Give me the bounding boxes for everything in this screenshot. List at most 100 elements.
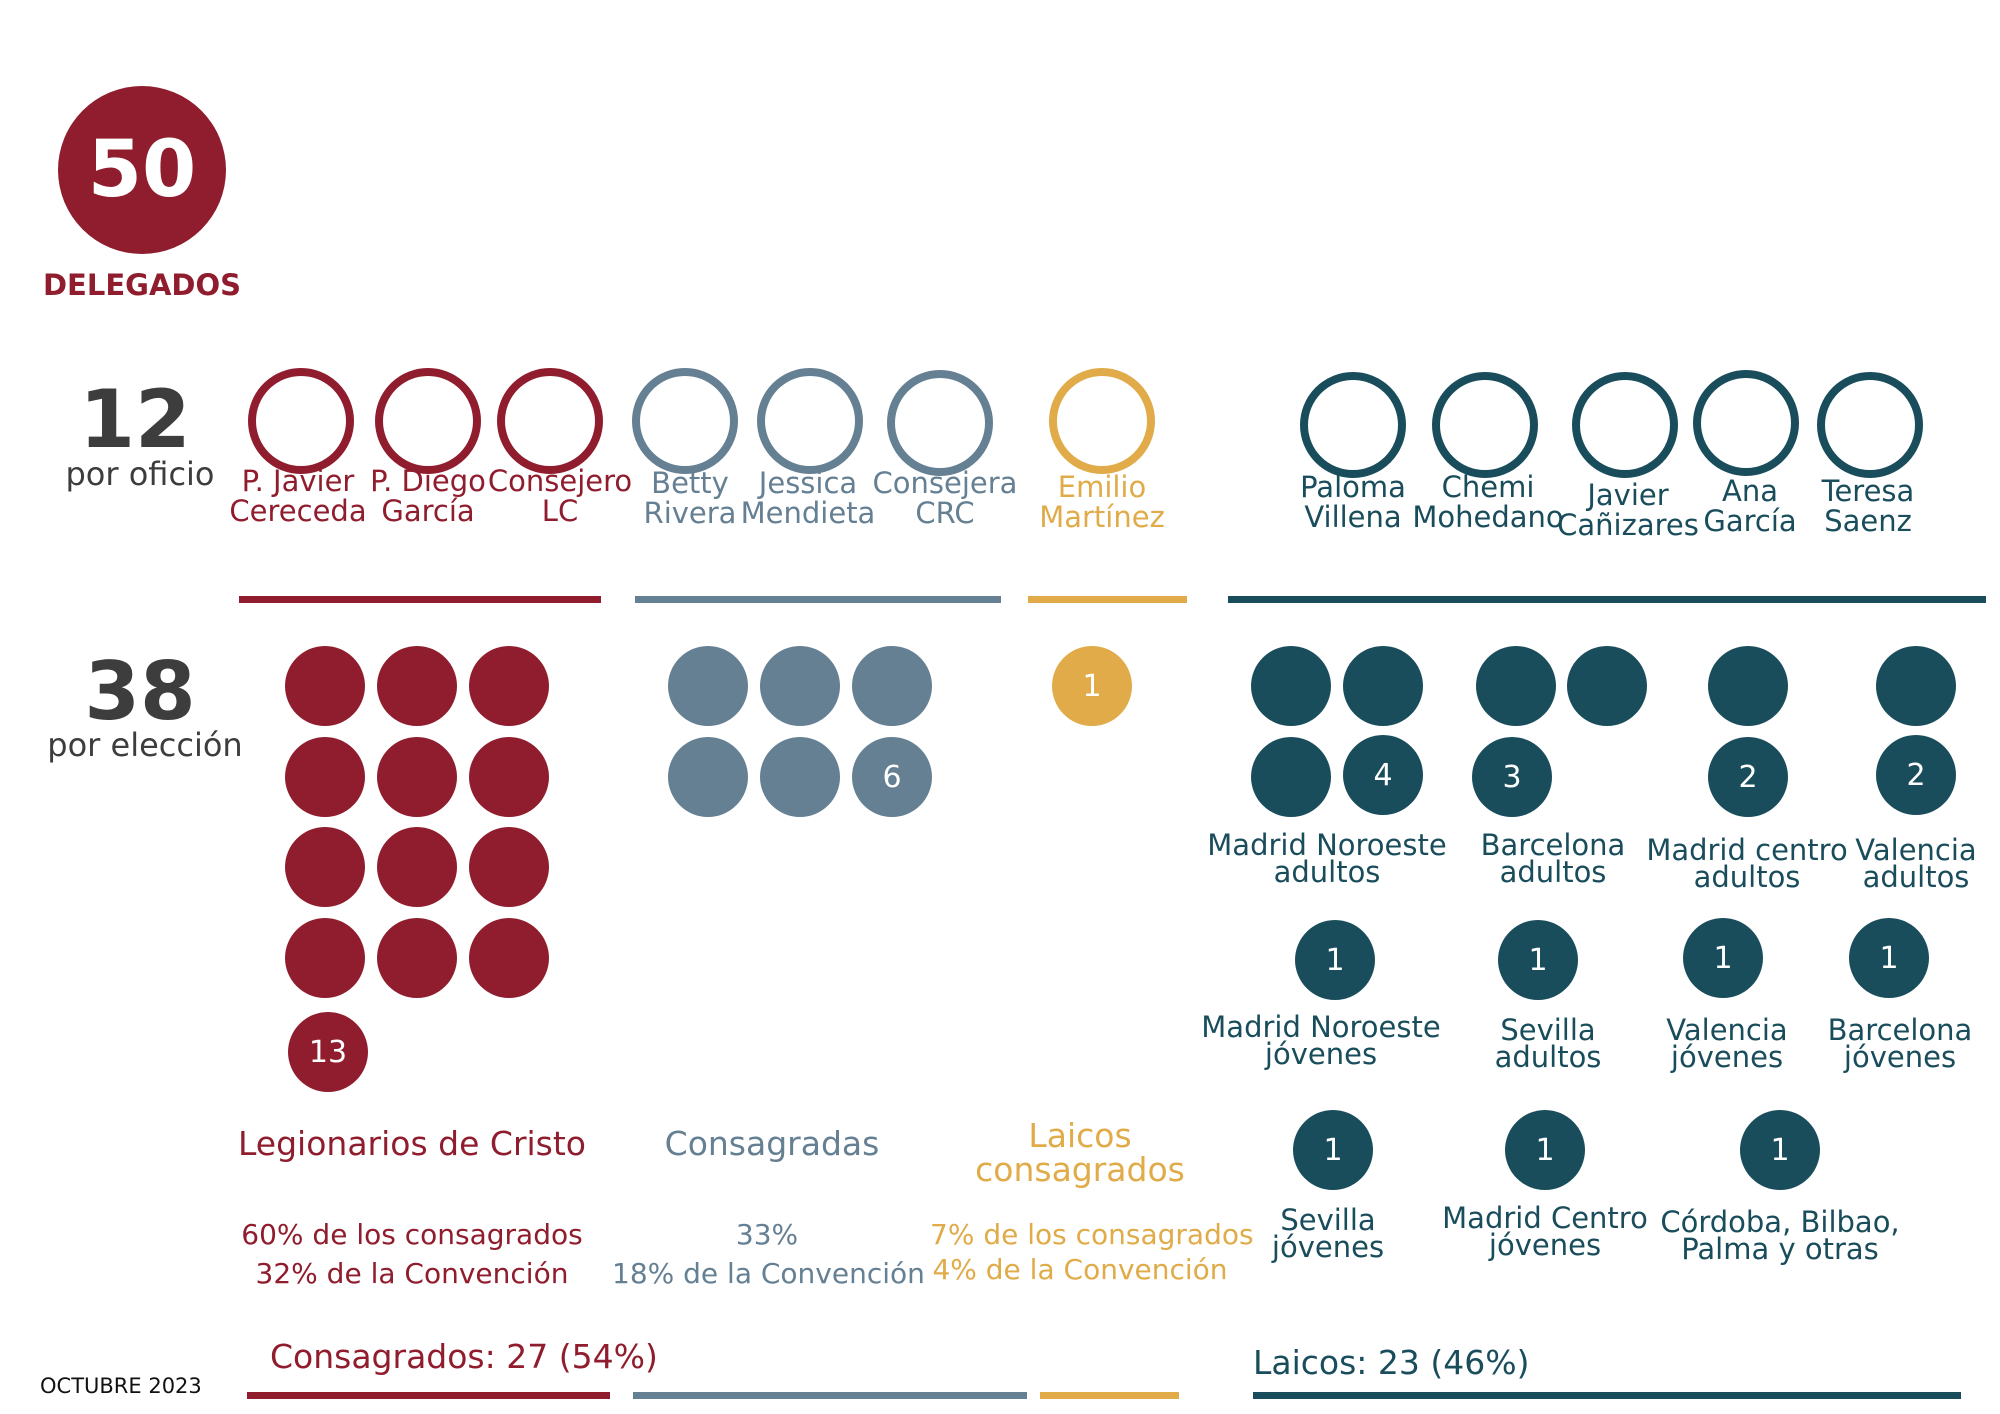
consagrados-bottom-line-laicos-consagrados [1040,1392,1179,1399]
laicos-delegate-dot [1567,646,1647,726]
laicos-delegate-dot: 2 [1876,735,1956,815]
person-name-line2: García [381,494,475,528]
person-name-line1: Chemi [1441,470,1535,504]
delegate-count-label: 4 [1373,757,1393,793]
consagradas-delegate-dot [760,737,840,817]
person-avatar-ring [757,368,863,474]
delegate-count-label: 1 [1528,942,1548,978]
person-name-line2: LC [541,494,579,528]
delegate-count-label: 1 [1535,1132,1555,1168]
laicos-delegate-dot: 2 [1708,737,1788,817]
group-label-line1: Barcelona [1827,1013,1973,1047]
group-label-line2: adultos [1862,860,1970,894]
delegate-count-label: 1 [1325,942,1345,978]
laicos-delegate-dot: 1 [1505,1110,1585,1190]
person-name-line1: Teresa [1821,474,1915,508]
person-avatar-ring [887,370,993,476]
legion-delegate-dot [377,918,457,998]
consagradas-pct: 33% [735,1218,799,1251]
person-name-line2: Mendieta [740,496,876,530]
consagradas-section-line [635,596,1001,603]
total-delegates-badge: 50 [58,86,226,254]
person-name-line2: Mohedano [1412,500,1564,534]
consagrados-bottom-line-legion [247,1392,610,1399]
group-label-line2: jóvenes [1264,1037,1378,1071]
legion-delegate-dot [469,646,549,726]
delegate-count-label: 1 [1770,1132,1790,1168]
group-label-line2: jóvenes [1488,1228,1602,1262]
person-name-line2: Villena [1304,500,1402,534]
person-avatar-ring [1572,372,1678,478]
person-avatar-ring [248,368,354,474]
laicos-delegate-dot: 1 [1293,1110,1373,1190]
group-label-line1: Madrid centro [1646,833,1848,867]
group-label-line1: Barcelona [1480,828,1626,862]
consagradas-delegate-dot [668,646,748,726]
oficio-label: por oficio [65,455,215,493]
group-label-line2: adultos [1273,855,1381,889]
legion-delegate-dot [377,737,457,817]
person-name-line1: Betty [651,466,729,500]
laicos-consagrados-category-name-2: consagrados [975,1150,1185,1189]
eleccion-count: 38 [84,645,196,738]
legion-delegate-dot [469,918,549,998]
laicos-consagrados-pct-convencion: 4% de la Convención [932,1253,1228,1286]
laicos-delegate-dot: 1 [1683,918,1763,998]
laicos-consagrados-delegate-dot: 1 [1052,646,1132,726]
person-name-line1: Ana [1722,474,1778,508]
legion-pct-convencion: 32% de la Convención [255,1257,569,1290]
group-label-line1: Sevilla [1500,1013,1596,1047]
delegate-count-label: 1 [1082,668,1102,704]
person-name-line2: Saenz [1824,504,1912,538]
person-name-line2: CRC [915,496,975,530]
legion-section-line [239,596,601,603]
legion-delegate-dot [377,827,457,907]
person-avatar-ring [497,368,603,474]
delegate-count-label: 1 [1879,940,1899,976]
consagradas-delegate-dot [668,737,748,817]
laicos-delegate-dot [1251,737,1331,817]
footer-date: OCTUBRE 2023 [40,1374,202,1398]
person-avatar-ring [1693,370,1799,476]
laicos-delegate-dot [1708,646,1788,726]
delegate-count-label: 2 [1738,759,1758,795]
person-name-line2: García [1703,504,1797,538]
delegate-count-label: 13 [308,1034,348,1070]
consagradas-category-name: Consagradas [664,1124,880,1163]
group-label-line1: Valencia [1666,1013,1788,1047]
laicos-consagrados-section-line [1028,596,1187,603]
legion-delegate-dot [285,827,365,907]
person-name-line1: Consejera [872,466,1018,500]
laicos-total: Laicos: 23 (46%) [1253,1343,1530,1382]
group-label-line1: Sevilla [1280,1203,1376,1237]
legion-delegate-dot [377,646,457,726]
legion-delegate-dot [285,918,365,998]
person-avatar-ring [1432,372,1538,478]
group-label-line2: Palma y otras [1681,1232,1879,1266]
laicos-delegate-dot: 3 [1472,737,1552,817]
laicos-section-line [1228,596,1986,603]
person-avatar-ring [632,368,738,474]
group-label-line1: Valencia [1855,833,1977,867]
group-label-line2: jóvenes [1670,1040,1784,1074]
person-name-line2: Martínez [1039,500,1165,534]
group-label-line2: adultos [1494,1040,1602,1074]
laicos-delegate-dot [1876,646,1956,726]
person-name-line1: Paloma [1300,470,1406,504]
person-name-line1: Emilio [1057,470,1147,504]
consagrados-bottom-line-consagradas [633,1392,1027,1399]
laicos-bottom-line [1253,1392,1961,1399]
person-avatar-ring [1300,372,1406,478]
laicos-delegate-dot: 4 [1343,735,1423,815]
person-avatar-ring [1817,372,1923,478]
delegate-count-label: 1 [1323,1132,1343,1168]
legion-delegate-dot: 13 [288,1012,368,1092]
person-avatar-ring [375,368,481,474]
delegate-count-label: 1 [1713,940,1733,976]
legion-delegate-dot [285,737,365,817]
consagrados-total: Consagrados: 27 (54%) [270,1337,658,1376]
legion-category-name: Legionarios de Cristo [238,1124,586,1163]
eleccion-label: por elección [47,726,243,764]
group-label-line2: adultos [1693,860,1801,894]
delegate-count-label: 3 [1502,759,1522,795]
